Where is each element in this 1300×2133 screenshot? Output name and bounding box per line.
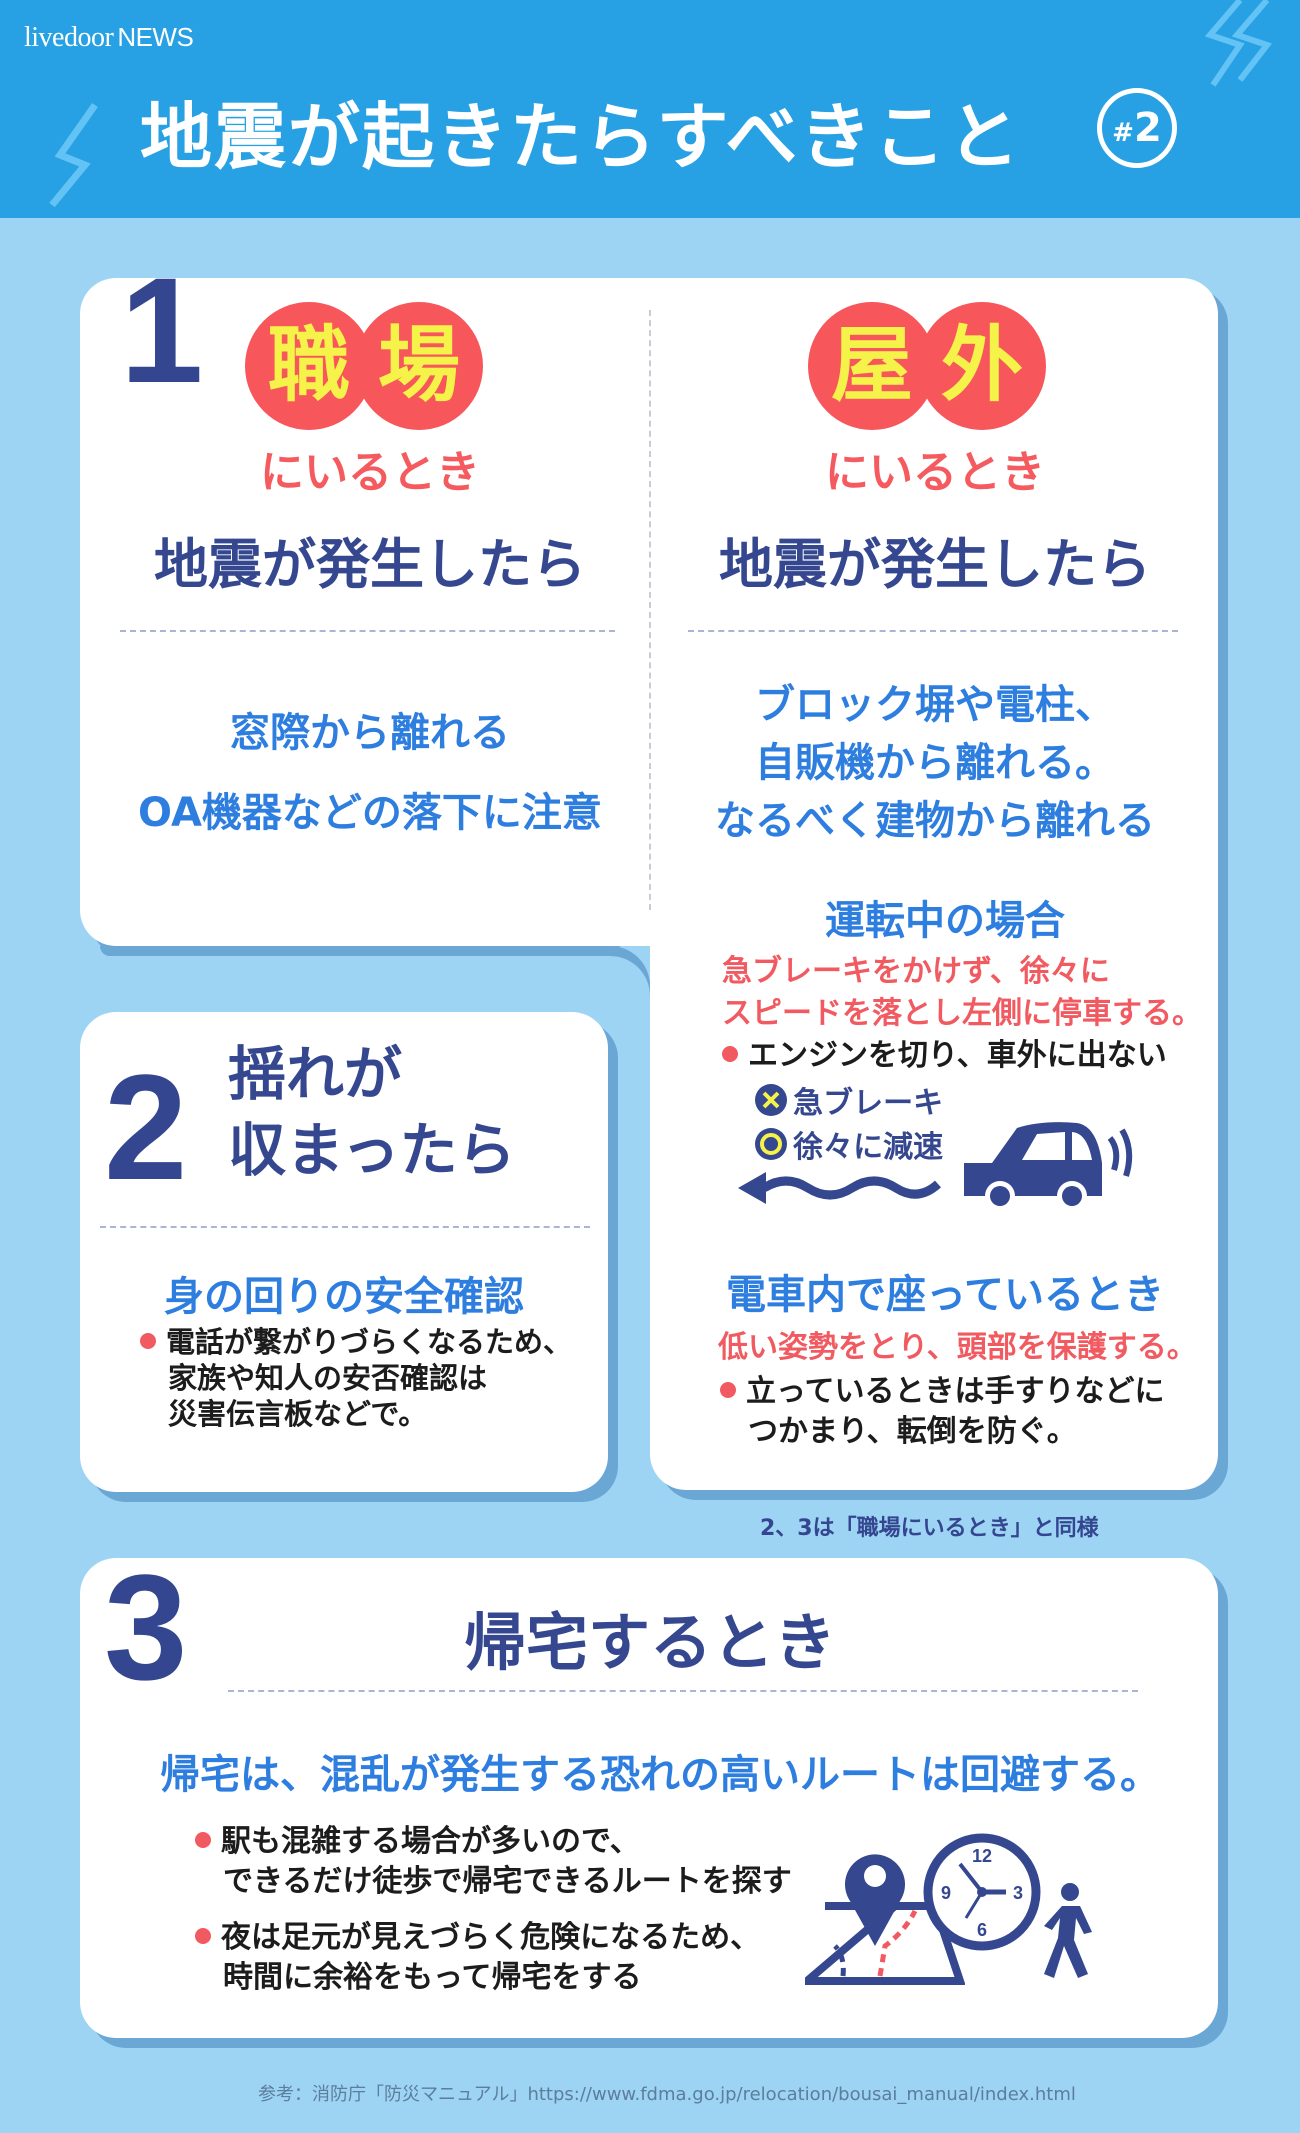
svg-text:12: 12 bbox=[972, 1846, 992, 1866]
driving-red-line: 急ブレーキをかけず、徐々に bbox=[722, 954, 1110, 989]
outdoor-heading: 地震が発生したら bbox=[719, 533, 1151, 596]
outdoor-subtitle: にいるとき bbox=[825, 447, 1045, 498]
bullet-dot-icon bbox=[722, 1045, 738, 1062]
clock-icon: 12 3 6 9 bbox=[923, 1833, 1041, 1951]
step3-bullet: 夜は足元が見えづらく危険になるため、 時間に余裕をもって帰宅をする bbox=[195, 1918, 760, 1998]
divider bbox=[120, 630, 615, 632]
divider bbox=[228, 1690, 1138, 1692]
train-bullet: 立っているときは手すりなどに つかまり、転倒を防ぐ。 bbox=[720, 1372, 1165, 1452]
step2-bullet: 電話が繋がりづらくなるため、 家族や知人の安否確認は 災害伝言板などで。 bbox=[140, 1324, 572, 1432]
svg-text:3: 3 bbox=[1013, 1883, 1023, 1903]
step3-bullet: 駅も混雑する場合が多いので、 できるだけ徒歩で帰宅できるルートを探す bbox=[195, 1822, 792, 1902]
card-gap bbox=[80, 946, 650, 1016]
lightning-bolt-icon bbox=[49, 102, 98, 208]
step2-card bbox=[80, 1012, 608, 1492]
step1-number: 1 bbox=[120, 246, 204, 414]
svg-text:6: 6 bbox=[977, 1920, 987, 1940]
step1-outdoor-card bbox=[650, 278, 1218, 1490]
step2-number: 2 bbox=[104, 1043, 188, 1211]
workplace-circle: 職 bbox=[245, 302, 373, 430]
card-merge-fill bbox=[600, 278, 720, 946]
cross-icon bbox=[755, 1084, 787, 1116]
legend-cross: 急ブレーキ bbox=[754, 1078, 943, 1122]
driving-heading: 運転中の場合 bbox=[825, 898, 1065, 944]
workplace-circle: 場 bbox=[355, 302, 483, 430]
step2-heading: 揺れが 収まったら bbox=[228, 1040, 516, 1184]
card-shadow-corner bbox=[560, 946, 650, 1016]
workplace-circles: 職 場 bbox=[245, 302, 495, 432]
driving-red-line: スピードを落とし左側に停車する。 bbox=[722, 996, 1202, 1031]
workplace-heading: 地震が発生したら bbox=[154, 533, 586, 596]
workplace-line: OA機器などの落下に注意 bbox=[138, 790, 602, 836]
car-icon bbox=[964, 1122, 1133, 1208]
reference-citation: 参考：消防庁「防災マニュアル」https://www.fdma.go.jp/re… bbox=[258, 2084, 1076, 2105]
walking-person-icon bbox=[1044, 1883, 1092, 1978]
step3-number: 3 bbox=[104, 1543, 188, 1711]
step3-heading: 帰宅するとき bbox=[463, 1606, 836, 1679]
outdoor-circles: 屋 外 bbox=[808, 302, 1058, 432]
step3-card bbox=[80, 1558, 1218, 2038]
part-number-badge: #2 bbox=[1097, 88, 1177, 168]
workplace-line: 窓際から離れる bbox=[230, 710, 510, 756]
map-pin-icon bbox=[805, 1854, 965, 1985]
wavy-arrow-icon bbox=[738, 1172, 942, 1204]
bullet-dot-icon bbox=[195, 1831, 211, 1848]
svg-text:9: 9 bbox=[941, 1883, 951, 1903]
outdoor-note: 2、3は「職場にいるとき」と同様 bbox=[760, 1516, 1099, 1541]
divider bbox=[100, 1226, 590, 1228]
workplace-subtitle: にいるとき bbox=[260, 447, 480, 498]
outdoor-circle: 外 bbox=[918, 302, 1046, 430]
bullet-dot-icon bbox=[720, 1381, 736, 1398]
column-divider bbox=[649, 310, 651, 910]
circle-icon bbox=[755, 1128, 787, 1160]
outdoor-circle: 屋 bbox=[808, 302, 936, 430]
outdoor-line: なるべく建物から離れる bbox=[715, 798, 1155, 844]
lightning-bolt-icon bbox=[1204, 0, 1272, 87]
outdoor-line: ブロック塀や電柱、 bbox=[755, 682, 1115, 728]
step3-subheading: 帰宅は、混乱が発生する恐れの高いルートは回避する。 bbox=[160, 1752, 1160, 1798]
step2-subheading: 身の回りの安全確認 bbox=[164, 1274, 524, 1320]
page-title: 地震が起きたらすべきこと bbox=[140, 95, 1022, 179]
train-red-line: 低い姿勢をとり、頭部を保護する。 bbox=[718, 1330, 1197, 1365]
legend-circle: 徐々に減速 bbox=[754, 1122, 943, 1166]
bullet-dot-icon bbox=[140, 1333, 156, 1349]
card-shadow-strip bbox=[100, 946, 620, 956]
bullet-dot-icon bbox=[195, 1927, 211, 1944]
train-heading: 電車内で座っているとき bbox=[726, 1272, 1164, 1318]
driving-bullet: エンジンを切り、車外に出ない bbox=[722, 1030, 1167, 1074]
divider bbox=[688, 630, 1178, 632]
outdoor-line: 自販機から離れる。 bbox=[755, 740, 1115, 786]
